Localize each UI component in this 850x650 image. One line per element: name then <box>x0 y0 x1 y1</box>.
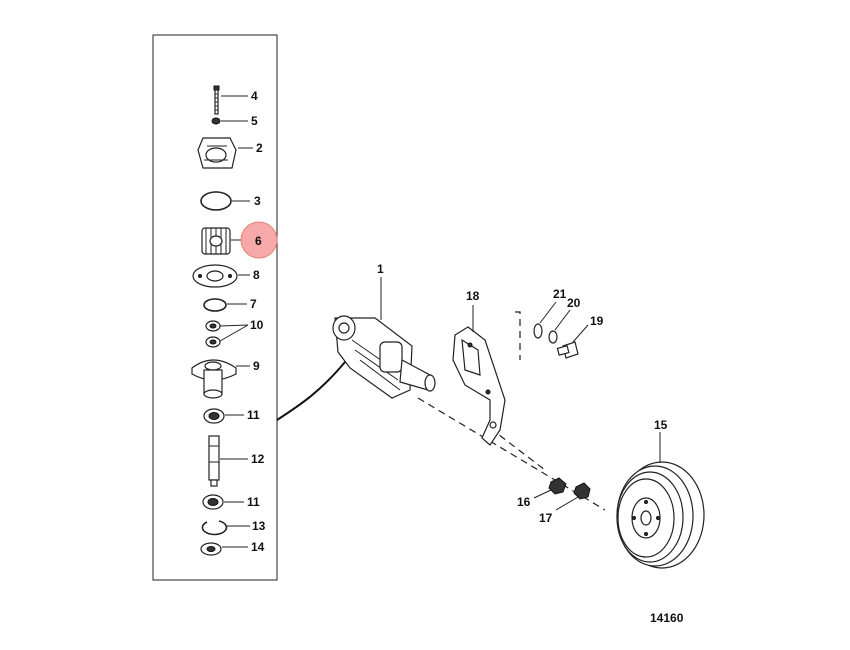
callout-9[interactable]: 9 <box>253 359 260 373</box>
callout-20[interactable]: 20 <box>567 296 581 310</box>
part-mounting-bracket[interactable] <box>452 326 506 446</box>
callout-4[interactable]: 4 <box>251 89 258 103</box>
part-bearing-upper[interactable] <box>203 408 225 424</box>
callout-8[interactable]: 8 <box>253 268 260 282</box>
part-pump-housing[interactable] <box>197 137 237 169</box>
part-pulley[interactable] <box>616 461 705 569</box>
callout-21[interactable]: 21 <box>553 287 567 301</box>
part-lock-washer-20[interactable] <box>548 330 558 344</box>
callout-2[interactable]: 2 <box>256 141 263 155</box>
part-bolt-19[interactable] <box>556 341 579 359</box>
alignment-line-lower <box>489 427 546 471</box>
alignment-line-bolt <box>515 311 521 360</box>
part-wear-plate[interactable] <box>192 264 238 288</box>
callout-6[interactable]: 6 <box>255 234 262 248</box>
callout-13[interactable]: 13 <box>252 519 266 533</box>
inset-frame <box>152 34 278 581</box>
part-washer-21[interactable] <box>533 323 543 339</box>
part-screw[interactable] <box>213 85 220 115</box>
figure-number: 14160 <box>650 611 684 625</box>
part-nut-16[interactable] <box>548 477 567 495</box>
callout-11a[interactable]: 11 <box>247 408 260 422</box>
part-slinger[interactable] <box>200 542 222 556</box>
part-seawater-pump[interactable] <box>332 315 436 399</box>
callout-10[interactable]: 10 <box>250 318 264 332</box>
part-bearing-lower[interactable] <box>202 494 224 510</box>
callout-7[interactable]: 7 <box>250 297 257 311</box>
part-shaft[interactable] <box>208 435 220 487</box>
part-seals[interactable] <box>205 320 221 348</box>
callout-16[interactable]: 16 <box>517 495 531 509</box>
callout-1[interactable]: 1 <box>377 262 384 276</box>
part-impeller[interactable] <box>201 227 231 255</box>
part-bearing-housing[interactable] <box>191 359 237 399</box>
callout-14[interactable]: 14 <box>251 540 265 554</box>
alignment-line-shaft <box>417 397 606 511</box>
part-washer[interactable] <box>211 117 221 125</box>
part-retaining-ring[interactable] <box>201 520 228 536</box>
callout-19[interactable]: 19 <box>590 314 604 328</box>
callout-17[interactable]: 17 <box>539 511 553 525</box>
assembly-link-line <box>276 361 346 421</box>
part-small-o-ring[interactable] <box>203 298 227 312</box>
callout-3[interactable]: 3 <box>254 194 261 208</box>
part-o-ring[interactable] <box>200 191 232 211</box>
callout-18[interactable]: 18 <box>466 289 480 303</box>
callout-15[interactable]: 15 <box>654 418 668 432</box>
callout-5[interactable]: 5 <box>251 114 258 128</box>
part-nut-17[interactable] <box>573 482 591 500</box>
highlight-marker[interactable] <box>240 221 278 259</box>
callout-12[interactable]: 12 <box>251 452 265 466</box>
callout-11b[interactable]: 11 <box>247 495 260 509</box>
